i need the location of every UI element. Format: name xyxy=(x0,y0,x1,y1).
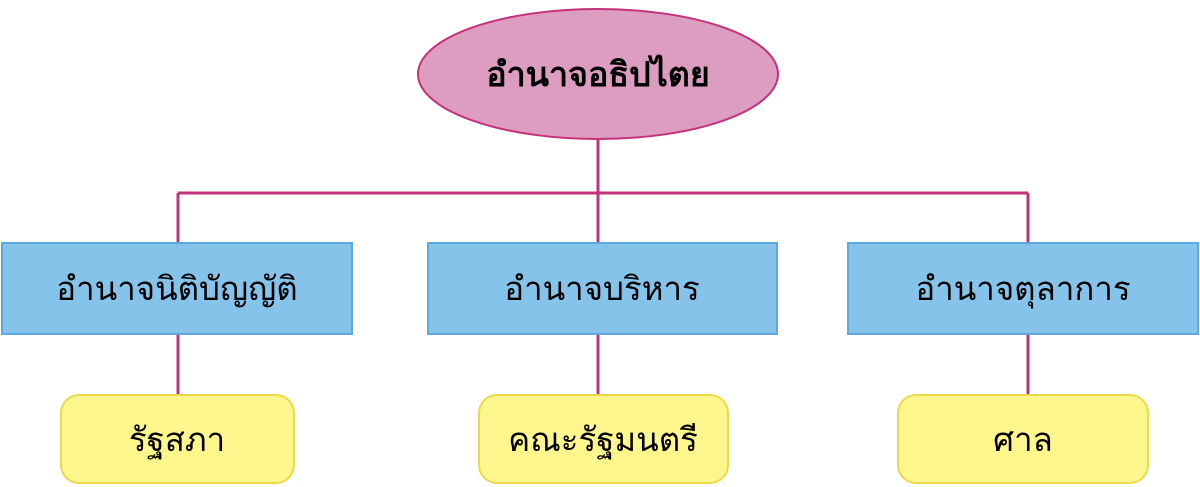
leaf-node-parliament: รัฐสภา xyxy=(60,394,295,484)
leaf-node-cabinet: คณะรัฐมนตรี xyxy=(478,394,729,484)
branch-label-executive: อำนาจบริหาร xyxy=(504,269,699,308)
connector-lines xyxy=(176,140,1030,395)
leaf-box-cabinet xyxy=(478,394,729,484)
leaf-box-court xyxy=(897,394,1149,484)
branch-box-judicial xyxy=(847,242,1199,335)
root-ellipse xyxy=(417,8,779,140)
branch-node-executive: อำนาจบริหาร xyxy=(427,242,778,335)
branch-node-judicial: อำนาจตุลาการ xyxy=(847,242,1199,335)
root-node: อำนาจอธิปไตย xyxy=(417,8,779,140)
leaf-label-court: ศาล xyxy=(993,420,1053,459)
root-label: อำนาจอธิปไตย xyxy=(486,54,710,95)
branch-node-legislative: อำนาจนิติบัญญัติ xyxy=(1,242,353,335)
branch-label-judicial: อำนาจตุลาการ xyxy=(915,269,1130,309)
leaf-label-parliament: รัฐสภา xyxy=(129,420,225,460)
leaf-node-court: ศาล xyxy=(897,394,1149,484)
leaf-label-cabinet: คณะรัฐมนตรี xyxy=(508,420,698,460)
leaf-box-parliament xyxy=(60,394,295,484)
branch-box-executive xyxy=(427,242,778,335)
branch-label-legislative: อำนาจนิติบัญญัติ xyxy=(56,269,297,308)
branch-box-legislative xyxy=(1,242,353,335)
